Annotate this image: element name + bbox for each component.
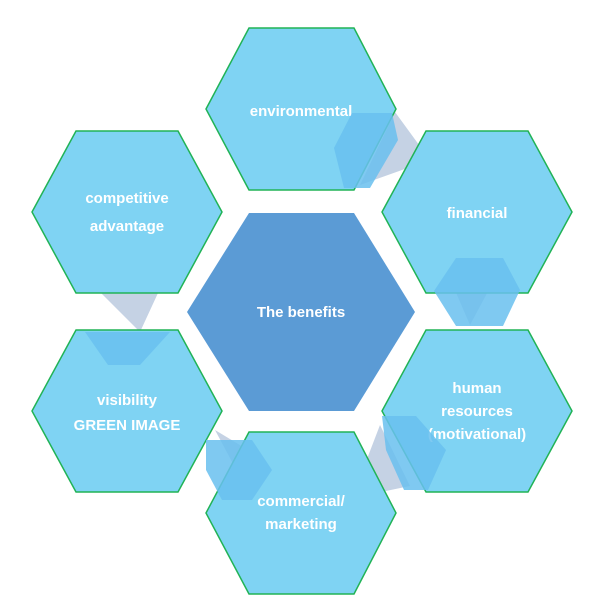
hexagon-competitive-advantage-label-line-1: competitive [85,190,168,207]
hexagon-commercial-marketing-label-line-2: marketing [265,516,337,533]
hexagon-human-resources-label-line-3: (motivational) [428,426,526,443]
hexagon-visibility-shape [31,329,223,493]
hexagon-commercial-marketing-label-line-1: commercial/ [257,493,345,510]
hexagon-human-resources-label-line-1: human [452,380,501,397]
hexagon-environmental-label: environmental [250,103,353,120]
hexagon-human-resources-label-line-2: resources [441,403,513,420]
hexagon-competitive-advantage-shape [31,130,223,294]
overlap-visibility-competitive [85,332,170,365]
hexagon-visibility-label-line-2: GREEN IMAGE [74,417,181,434]
center-hexagon-label: The benefits [257,304,345,321]
overlap-financial-human-resources [434,258,520,326]
hexagon-competitive-advantage: competitive advantage [31,130,223,294]
hexagon-competitive-advantage-label-line-2: advantage [90,218,164,235]
center-hexagon: The benefits [187,213,415,411]
overlap-human-resources-commercial [382,416,446,490]
hexagon-visibility-label-line-1: visibility [97,392,158,409]
hexagon-financial-shape [381,130,573,294]
overlap-commercial-visibility [206,440,272,500]
overlap-layer [85,113,520,500]
hexagon-visibility: visibility GREEN IMAGE [31,329,223,493]
overlap-environmental-financial [334,113,398,188]
hexagon-financial: financial [381,130,573,294]
center-hexagon-shape [187,213,415,411]
hexagon-financial-label: financial [447,205,508,222]
connector-visibility-competitive [101,293,158,332]
